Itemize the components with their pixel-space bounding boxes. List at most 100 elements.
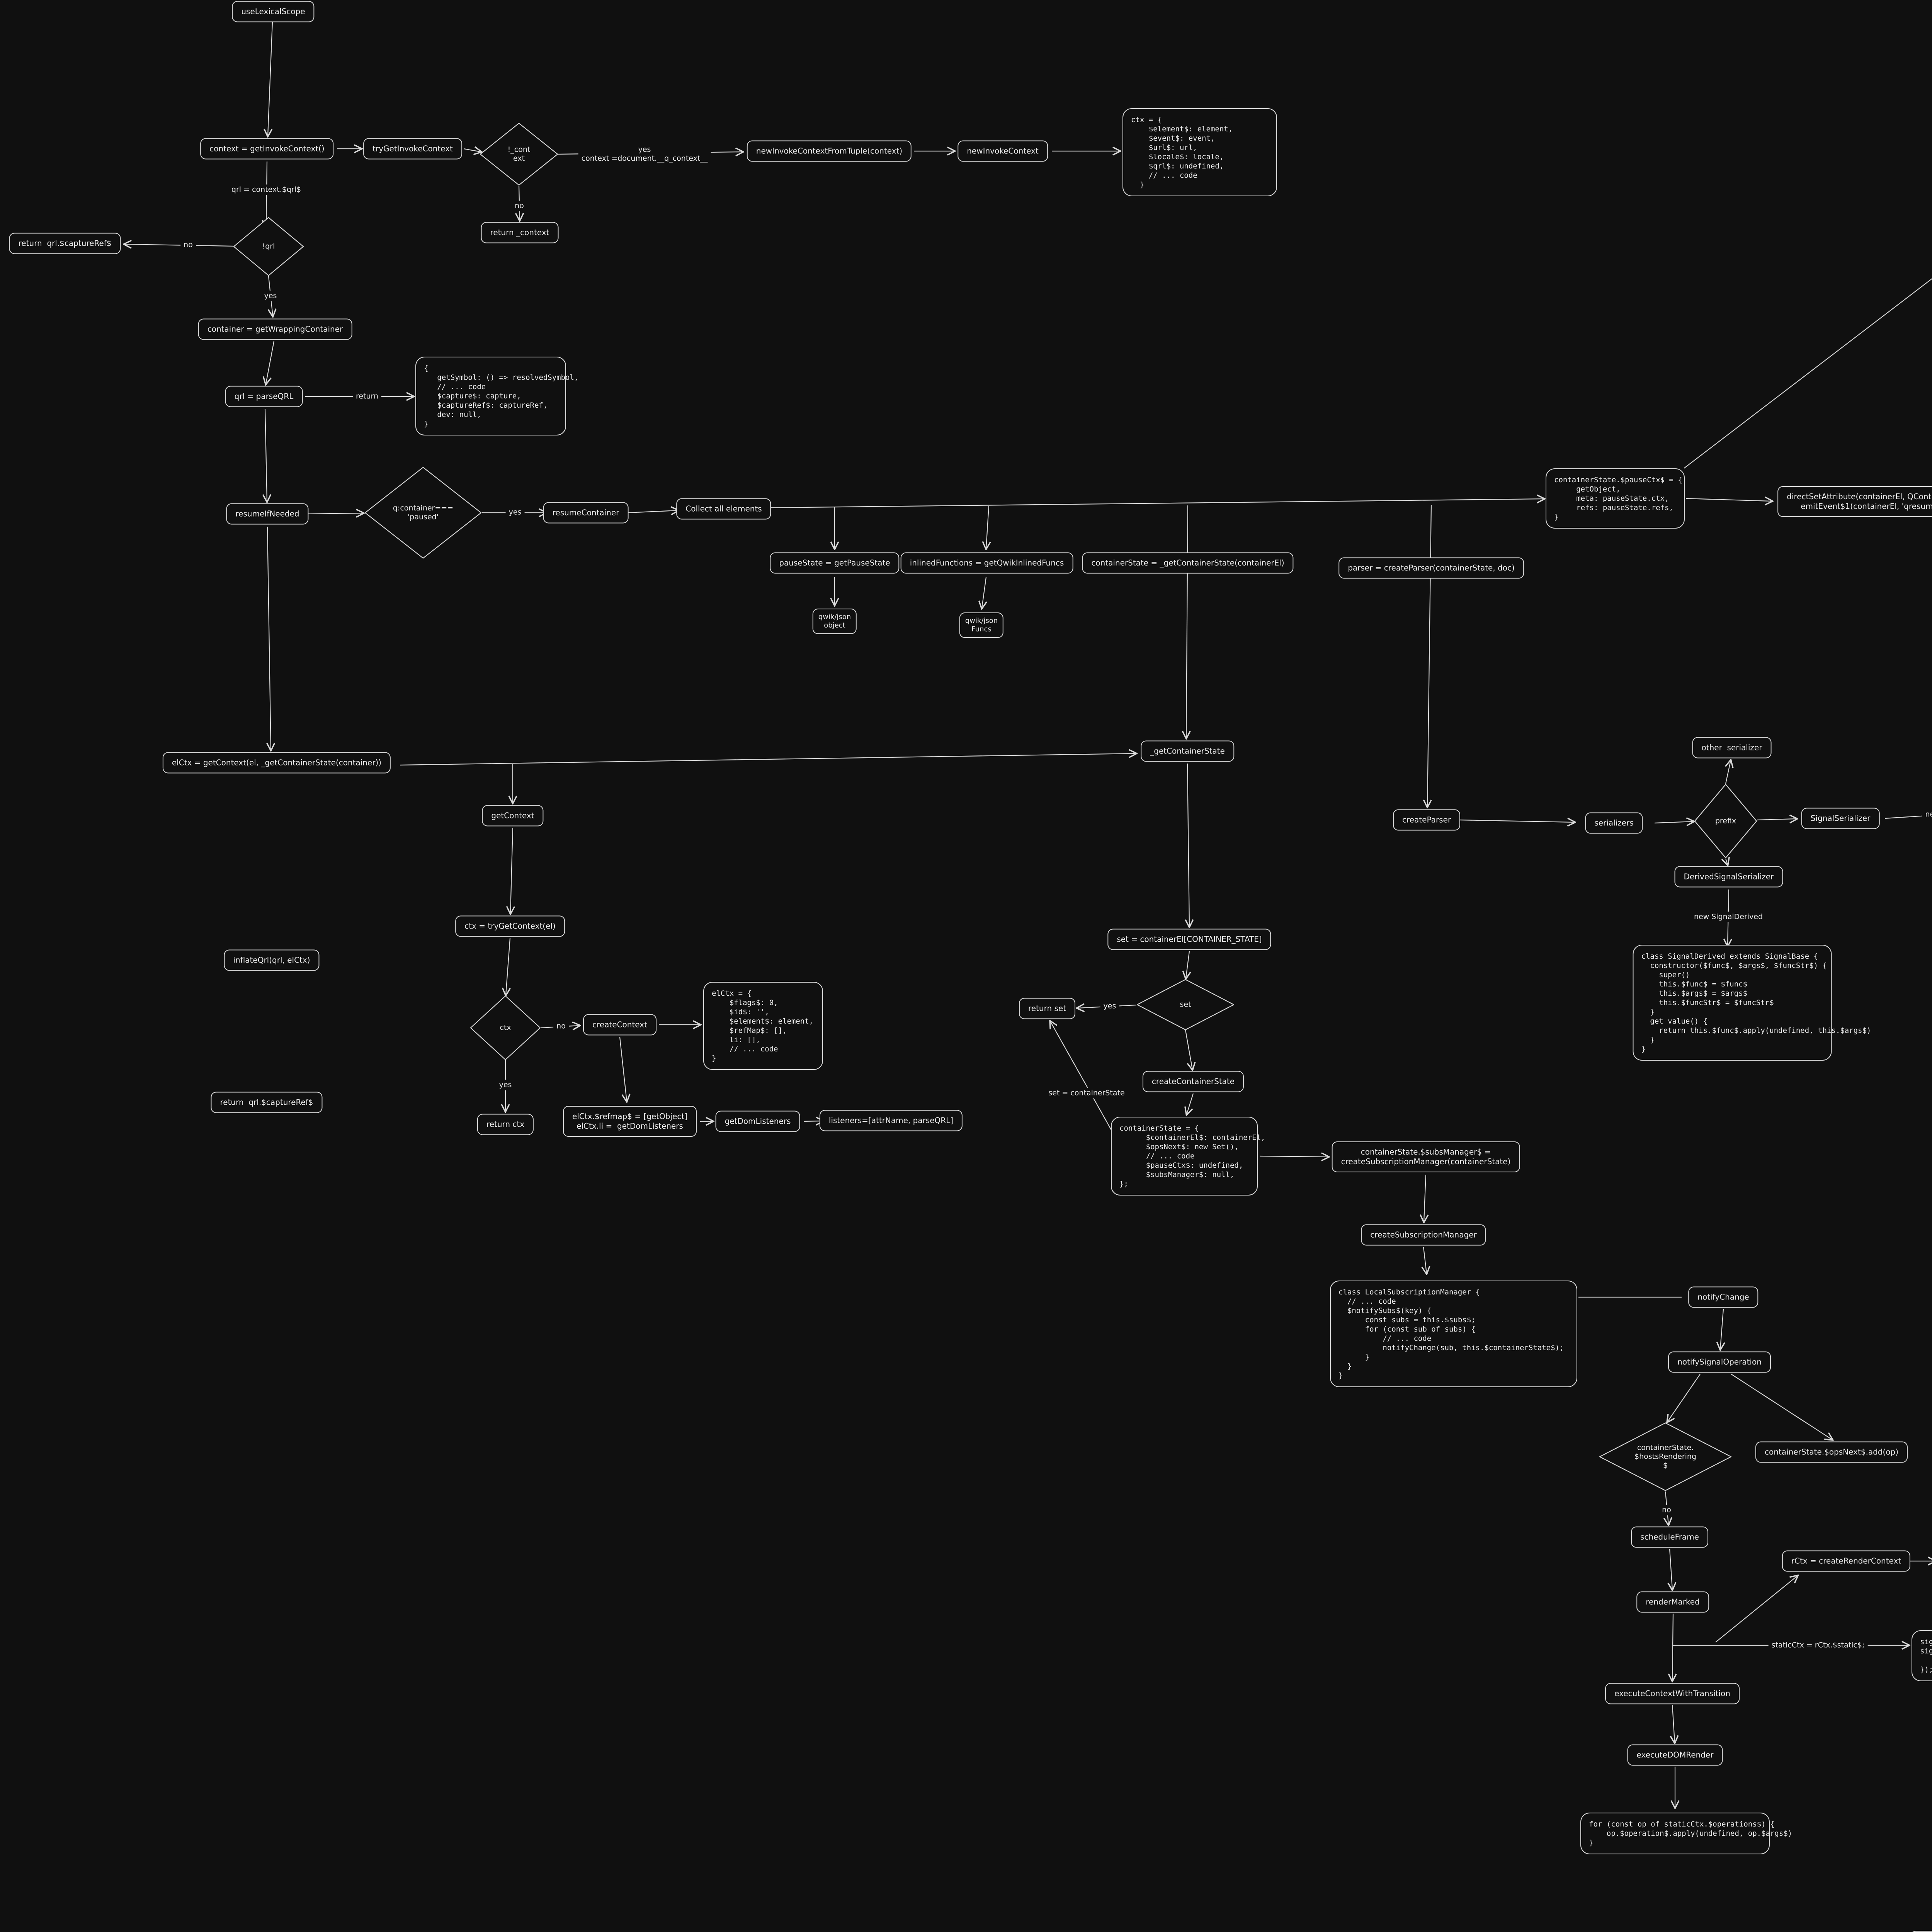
schedule-frame[interactable]: scheduleFrame — [1631, 1526, 1708, 1548]
create-parser[interactable]: createParser — [1393, 809, 1461, 831]
notify-signal-operation[interactable]: notifySignalOperation — [1668, 1351, 1771, 1373]
other-serializer[interactable]: other serializer — [1692, 737, 1772, 759]
set-assign[interactable]: set = containerEl[CONTAINER_STATE] — [1107, 929, 1271, 950]
edge-connector — [1186, 951, 1189, 978]
edge-connector — [770, 499, 1544, 509]
diamond-set[interactable]: set — [1180, 1000, 1191, 1009]
diamond-ctx[interactable]: ctx — [500, 1023, 511, 1032]
pause-state[interactable]: pauseState = getPauseState — [770, 552, 900, 574]
resume-if-needed[interactable]: resumeIfNeeded — [226, 503, 309, 525]
edge-connector — [268, 22, 273, 136]
diamonds-group — [233, 122, 1757, 1491]
qrl-object-code[interactable]: { getSymbol: () => resolvedSymbol, // ..… — [415, 357, 578, 435]
local-subscription-manager-code[interactable]: class LocalSubscriptionManager { // ... … — [1330, 1281, 1577, 1387]
edge-connector — [1726, 859, 1728, 865]
parse-qrl[interactable]: qrl = parseQRL — [225, 386, 303, 407]
signal-serializer[interactable]: SignalSerializer — [1801, 808, 1880, 829]
subs-manager-assign[interactable]: containerState.$subsManager$ = createSub… — [1332, 1141, 1520, 1172]
edge-connector — [463, 149, 481, 152]
direct-set-attribute[interactable]: directSetAttribute(containerEl, QContain… — [1777, 486, 1932, 517]
get-wrapping-container[interactable]: container = getWrappingContainer — [198, 318, 352, 340]
rctx-assign[interactable]: rCtx = createRenderContext — [1782, 1550, 1911, 1572]
edge-label: no — [180, 240, 196, 250]
ctx-invoke-code[interactable]: ctx = { $element$: element, $event$: eve… — [1122, 108, 1277, 196]
return-qrl-captureref-bottom[interactable]: return qrl.$captureRef$ — [211, 1092, 323, 1113]
edge-connector — [124, 244, 233, 246]
diamond-prefix-shape[interactable] — [1694, 784, 1757, 859]
edge-label: new SignalImpl — [1922, 809, 1932, 820]
notify-change[interactable]: notifyChange — [1688, 1286, 1759, 1308]
render-marked[interactable]: renderMarked — [1636, 1591, 1709, 1613]
edge-connector — [1670, 1548, 1672, 1590]
use-lexical-scope[interactable]: useLexicalScope — [232, 1, 315, 22]
diamond-not-qrl[interactable]: !qrl — [262, 242, 275, 251]
execute-dom-render[interactable]: executeDOMRender — [1627, 1744, 1723, 1766]
elctx-get-context[interactable]: elCtx = getContext(el, _getContainerStat… — [162, 752, 391, 774]
refmap-assign[interactable]: elCtx.$refmap$ = [getObject] elCtx.li = … — [563, 1106, 697, 1137]
serializers[interactable]: serializers — [1585, 812, 1643, 834]
diamond-container-paused-shape[interactable] — [364, 467, 482, 559]
edge-label: yes — [496, 1080, 515, 1090]
get-context[interactable]: getContext — [482, 805, 544, 827]
create-subscription-manager[interactable]: createSubscriptionManager — [1361, 1224, 1486, 1246]
edge-label: yes — [1100, 1001, 1119, 1012]
edge-connector — [1185, 1030, 1192, 1070]
return-context[interactable]: return _context — [481, 222, 559, 243]
return-set[interactable]: return set — [1019, 998, 1076, 1019]
diamond-not-context[interactable]: !_cont ext — [507, 145, 531, 163]
get-dom-listeners[interactable]: getDomListeners — [715, 1111, 800, 1132]
edge-connector — [1423, 1247, 1427, 1274]
collect-all-elements[interactable]: Collect all elements — [676, 498, 771, 520]
edge-connector — [304, 513, 363, 514]
edge-connector — [506, 938, 510, 995]
ops-next-add[interactable]: containerState.$opsNext$.add(op) — [1755, 1441, 1908, 1463]
parser-assign[interactable]: parser = createParser(containerState, do… — [1338, 557, 1524, 579]
try-get-invoke-context[interactable]: tryGetInvokeContext — [363, 138, 462, 160]
diamond-ctx-shape[interactable] — [470, 995, 541, 1060]
diamond-hosts-rendering-shape[interactable] — [1599, 1422, 1732, 1491]
execute-context-with-transition[interactable]: executeContextWithTransition — [1605, 1683, 1740, 1704]
edge-connector — [1685, 498, 1772, 501]
derived-signal-serializer[interactable]: DerivedSignalSerializer — [1674, 866, 1783, 888]
edge-connector — [1424, 1174, 1426, 1222]
edge-connector — [1427, 505, 1431, 807]
edges-group — [124, 22, 1932, 1932]
resume-container[interactable]: resumeContainer — [543, 502, 629, 524]
diamond-prefix[interactable]: prefix — [1715, 816, 1736, 825]
return-ctx[interactable]: return ctx — [477, 1114, 534, 1135]
inflate-qrl[interactable]: inflateQrl(qrl, elCtx) — [224, 949, 320, 971]
new-invoke-context-from-tuple[interactable]: newInvokeContextFromTuple(context) — [747, 140, 912, 162]
container-state-code[interactable]: containerState = { $containerEl$: contai… — [1111, 1117, 1265, 1196]
listeners-attr[interactable]: listeners=[attrName, parseQRL] — [819, 1110, 963, 1131]
pause-ctx-code[interactable]: containerState.$pauseCtx$ = { getObject,… — [1546, 468, 1685, 529]
edge-connector — [1726, 760, 1731, 784]
inlined-functions[interactable]: inlinedFunctions = getQwikInlinedFuncs — [900, 552, 1073, 574]
edge-connector — [510, 827, 513, 913]
diamond-not-context-shape[interactable] — [480, 122, 558, 186]
create-container-state[interactable]: createContainerState — [1142, 1071, 1244, 1092]
edge-connector — [1654, 821, 1694, 823]
get-container-state[interactable]: _getContainerState — [1141, 740, 1234, 762]
diamond-not-qrl-shape[interactable] — [233, 217, 304, 276]
edge-connector — [267, 526, 271, 750]
create-context[interactable]: createContext — [583, 1014, 656, 1036]
qwik-json-object[interactable]: qwik/json object — [812, 609, 857, 634]
get-invoke-context[interactable]: context = getInvokeContext() — [200, 138, 334, 160]
try-get-context[interactable]: ctx = tryGetContext(el) — [455, 915, 565, 937]
for-loop-code[interactable]: for (const op of staticCtx.$operations$)… — [1580, 1813, 1792, 1854]
edge-connector — [1259, 1156, 1328, 1157]
signal-derived-code[interactable]: class SignalDerived extends SignalBase {… — [1633, 945, 1871, 1061]
edge-connector — [1884, 815, 1932, 819]
diamond-container-paused[interactable]: q:container=== 'paused' — [393, 504, 454, 521]
container-state-assign[interactable]: containerState = _getContainerState(cont… — [1082, 552, 1294, 574]
return-qrl-captureref-top[interactable]: return qrl.$captureRef$ — [9, 233, 121, 254]
signal-operations-code[interactable]: signalOperations = Array.from(containerS… — [1912, 1630, 1932, 1681]
elctx-code[interactable]: elCtx = { $flags$: 0, $id$: '', $element… — [703, 982, 823, 1070]
qwik-json-funcs[interactable]: qwik/json Funcs — [959, 612, 1004, 638]
new-invoke-context[interactable]: newInvokeContext — [957, 140, 1048, 162]
edge-label: return — [352, 391, 382, 402]
edge-connector — [982, 577, 986, 608]
diamond-hosts-rendering[interactable]: containerState. $hostsRendering $ — [1634, 1443, 1697, 1470]
diamond-set-shape[interactable] — [1136, 979, 1235, 1031]
